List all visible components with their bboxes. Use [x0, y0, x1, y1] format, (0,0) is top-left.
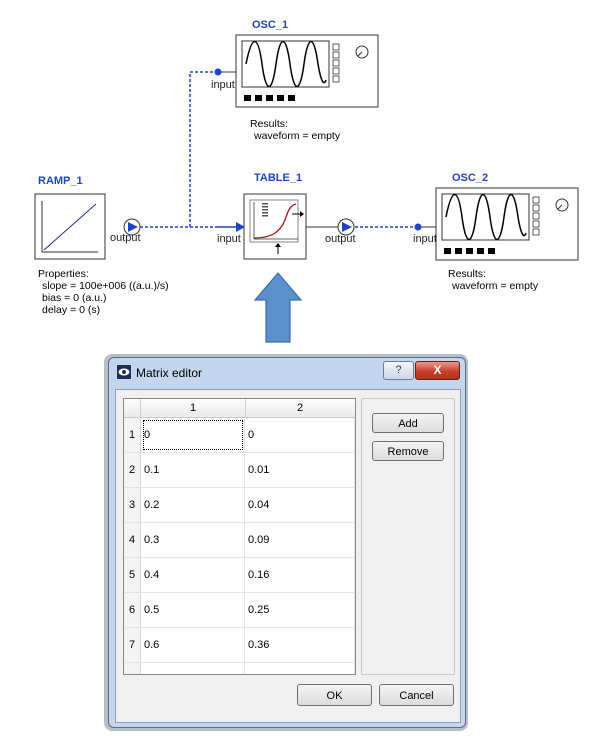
row-header[interactable]: 2	[124, 453, 141, 487]
table-grid-icon	[262, 203, 268, 217]
button-panel: Add Remove	[361, 398, 455, 675]
table-cell[interactable]: 0.49	[245, 663, 355, 674]
table-cell[interactable]: 0.1	[141, 453, 245, 487]
sine-wave-icon	[245, 41, 327, 87]
dialog-body: 1 2 1 0 0 2 0.1 0.01 3 0.2 0.04 4 0.3 0	[115, 389, 461, 723]
table-cell[interactable]: 0.4	[141, 558, 245, 592]
add-button[interactable]: Add	[372, 413, 444, 433]
table-row: 3 0.2 0.04	[124, 488, 355, 523]
table-1-block[interactable]	[243, 193, 307, 260]
matrix-editor-dialog: Matrix editor ? X 1 2 1 0 0 2 0.1 0.01 3	[108, 357, 466, 728]
row-header[interactable]: 7	[124, 628, 141, 662]
matrix-editor-app-icon	[117, 365, 131, 379]
lookup-curve-icon	[253, 203, 297, 239]
table-cell[interactable]: 0.6	[141, 628, 245, 662]
table-1-input-label: input	[217, 233, 241, 245]
table-1-title: TABLE_1	[254, 172, 303, 184]
table-cell[interactable]: 0.09	[245, 523, 355, 557]
osc-1-input-port[interactable]	[214, 68, 222, 76]
osc-2-block[interactable]	[435, 187, 579, 261]
table-row: 7 0.6 0.36	[124, 628, 355, 663]
row-header[interactable]: 1	[124, 418, 141, 452]
dialog-title: Matrix editor	[136, 366, 203, 380]
row-header[interactable]: 8	[124, 663, 141, 674]
osc-2-input-label: input	[413, 233, 437, 245]
osc-1-title: OSC_1	[252, 19, 289, 31]
osc-2-title: OSC_2	[452, 172, 489, 184]
ok-button[interactable]: OK	[297, 684, 372, 706]
column-header-1[interactable]: 1	[141, 399, 246, 417]
osc-1-block[interactable]	[235, 34, 379, 108]
table-row: 1 0 0	[124, 418, 355, 453]
help-button[interactable]: ?	[383, 361, 414, 380]
dialog-title-bar[interactable]: Matrix editor ? X	[109, 358, 465, 386]
table-row: 6 0.5 0.25	[124, 593, 355, 628]
remove-button[interactable]: Remove	[372, 441, 444, 461]
table-row: 8 0.7 0.49	[124, 663, 355, 674]
table-cell[interactable]: 0.16	[245, 558, 355, 592]
table-cell[interactable]: 0.7	[141, 663, 245, 674]
matrix-table[interactable]: 1 2 1 0 0 2 0.1 0.01 3 0.2 0.04 4 0.3 0	[123, 398, 356, 675]
sine-wave-icon	[445, 194, 527, 240]
close-button[interactable]: X	[415, 361, 460, 380]
table-1-output-port[interactable]	[337, 218, 355, 236]
table-cell[interactable]: 0.36	[245, 628, 355, 662]
ramp-1-block[interactable]	[34, 193, 106, 260]
row-header[interactable]: 3	[124, 488, 141, 522]
table-row: 4 0.3 0.09	[124, 523, 355, 558]
table-cell[interactable]: 0.01	[245, 453, 355, 487]
row-header[interactable]: 6	[124, 593, 141, 627]
table-cell[interactable]: 0.5	[141, 593, 245, 627]
corner-header[interactable]	[124, 399, 141, 417]
osc-1-results: Results: waveform = empty	[250, 118, 341, 142]
osc-2-input-port[interactable]	[414, 223, 422, 231]
block-diagram-canvas	[34, 34, 579, 343]
row-header[interactable]: 4	[124, 523, 141, 557]
ramp-1-output-label: output	[110, 232, 141, 244]
table-cell[interactable]: 0.2	[141, 488, 245, 522]
table-row: 2 0.1 0.01	[124, 453, 355, 488]
ramp-1-title: RAMP_1	[38, 175, 83, 187]
osc-2-results: Results: waveform = empty	[448, 268, 539, 292]
up-arrow-icon	[253, 272, 303, 343]
ramp-1-output-port[interactable]	[123, 218, 141, 236]
column-header-2[interactable]: 2	[296, 402, 304, 414]
ramp-1-properties: Properties: slope = 100e+006 ((a.u.)/s) …	[38, 268, 169, 316]
table-1-output-label: output	[325, 233, 356, 245]
table-cell[interactable]: 0	[141, 418, 245, 452]
table-cell[interactable]: 0.3	[141, 523, 245, 557]
table-cell[interactable]: 0.04	[245, 488, 355, 522]
table-1-input-arrow[interactable]	[236, 222, 245, 232]
ramp-line-icon	[43, 203, 97, 251]
cancel-button[interactable]: Cancel	[379, 684, 454, 706]
table-row: 5 0.4 0.16	[124, 558, 355, 593]
table-header: 1 2	[124, 399, 355, 418]
table-cell[interactable]: 0.25	[245, 593, 355, 627]
table-cell[interactable]: 0	[245, 418, 355, 452]
osc-1-input-label: input	[211, 79, 235, 91]
row-header[interactable]: 5	[124, 558, 141, 592]
